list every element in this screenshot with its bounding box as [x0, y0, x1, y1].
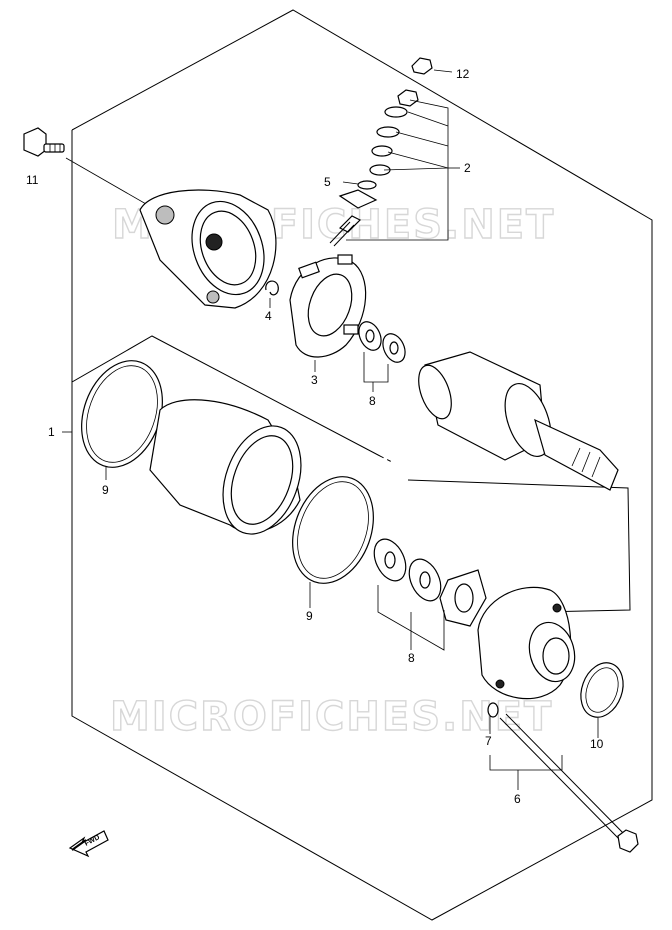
callout-10: 10	[590, 737, 604, 751]
callout-3: 3	[311, 373, 318, 387]
callout-11: 11	[26, 173, 39, 187]
clip-4	[265, 280, 279, 296]
bracket-1-top	[71, 335, 381, 457]
watermark-bottom: MICROFICHES.NET	[110, 694, 553, 740]
callout-9-left: 9	[102, 483, 109, 497]
brush-holder-plate	[289, 254, 367, 358]
callout-12: 12	[456, 67, 470, 81]
fwd-arrow-icon: FWD	[68, 830, 109, 858]
leader-11	[65, 157, 161, 213]
washers-upper	[358, 321, 406, 392]
o-ring-10	[580, 662, 624, 718]
terminal-bolt-assembly	[329, 57, 433, 247]
washers-lower	[373, 538, 487, 651]
front-bracket	[477, 586, 576, 700]
armature	[418, 351, 619, 491]
frame-border	[71, 9, 653, 921]
callout-6: 6	[514, 792, 521, 806]
end-cover	[139, 189, 277, 309]
callout-7: 7	[485, 734, 492, 748]
callout-9-right: 9	[306, 609, 313, 623]
callout-8-upper: 8	[369, 394, 376, 408]
bolt-11	[23, 127, 65, 157]
callout-5: 5	[324, 175, 331, 189]
through-bolt	[487, 702, 639, 853]
callout-1: 1	[48, 425, 55, 439]
bracket-1-right	[407, 479, 631, 613]
callout-8-lower: 8	[408, 651, 415, 665]
callout-4: 4	[265, 309, 272, 323]
yoke-housing	[149, 399, 302, 535]
callout-2: 2	[464, 161, 471, 175]
o-ring-9-right	[292, 476, 374, 584]
